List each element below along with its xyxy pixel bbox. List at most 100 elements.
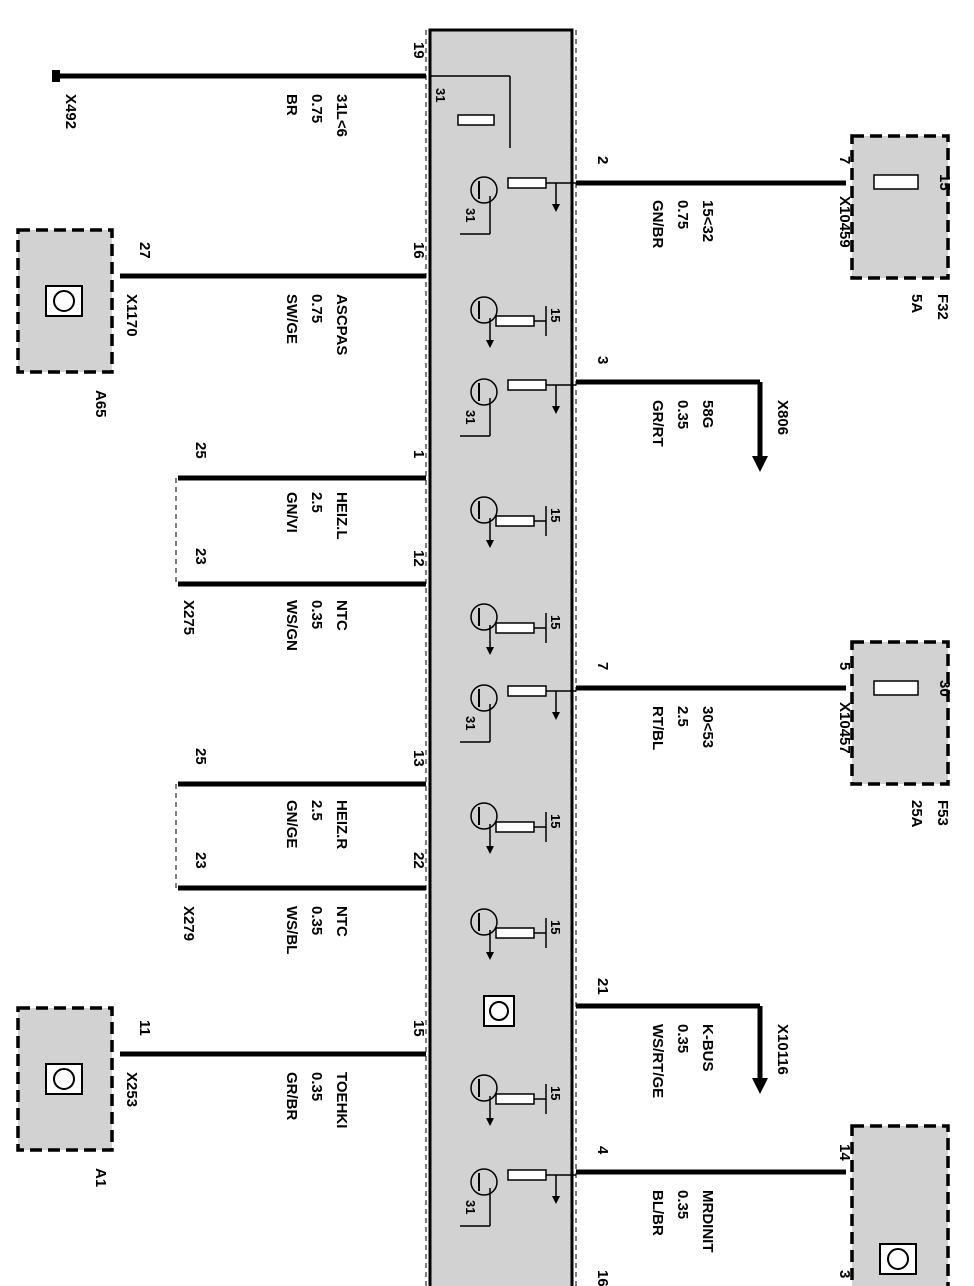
f53-rating: 25A [908,800,925,828]
wire-size: 2.5 [308,492,325,513]
wire-size: 0.35 [308,906,325,935]
a1-label: A1 [92,1168,109,1187]
control-unit-icon [53,290,75,312]
wire-pin-4[interactable]: 4 MRDINIT 0.35 BL/BR 14 [576,1144,853,1253]
component-f32[interactable]: 15 F32 5A [850,134,953,320]
pin-12-label: 12 [410,550,427,567]
resistor-icon [495,622,535,634]
resistor-icon [495,821,535,833]
resistor-icon [495,1093,535,1105]
pin-16-right-label: 16 [594,1270,611,1286]
a65-label: A65 [92,390,109,418]
fuse-terminal: 15 [936,174,953,191]
wire-color: BR [283,94,300,116]
wire-pin-16[interactable]: 16 ASCPAS 0.75 SW/GE 27 X1170 [120,242,427,355]
fuse-icon [873,680,919,696]
wire-size: 2.5 [308,800,325,821]
control-unit-icon [887,1248,909,1270]
wire-pin-12[interactable]: 12 NTC 0.35 WS/GN 23 X275 [175,478,427,651]
wire-color: BL/BR [649,1190,666,1236]
wire-pin-21[interactable]: 21 K-BUS 0.35 WS/RT/GE X10116 [576,978,791,1098]
transistor-stage: 15 [470,496,563,548]
resistor-icon [507,177,547,189]
wire-pin-2[interactable]: 2 15<32 0.75 GN/BR 7 X10459 [576,156,853,249]
wire-color: SW/GE [283,294,300,344]
wire-pin-19[interactable]: 19 31L<6 0.75 BR X492 [52,42,427,137]
control-module [425,28,577,1286]
wire-size: 0.35 [308,600,325,629]
component-a65[interactable]: A65 [16,228,114,418]
wire-name: 31L<6 [333,94,350,137]
connector-pin-label: 7 [836,156,853,164]
connector-pin-label: 27 [136,242,153,259]
wire-color: GR/BR [283,1072,300,1121]
wire-color: WS/RT/GE [649,1024,666,1098]
wire-name: K-BUS [699,1024,716,1072]
bottom-box-pin: 3 [836,1270,853,1278]
connector-pin-label: 25 [192,442,209,459]
transistor-stage: 15 [470,296,563,348]
pin-2-label: 2 [594,156,611,164]
connector-label: X253 [123,1072,140,1107]
wire-color: GR/RT [649,400,666,447]
resistor-icon [457,114,495,126]
right-wires: 2 15<32 0.75 GN/BR 7 X10459 3 58G 0.35 G… [576,156,853,1286]
wire-pin-3[interactable]: 3 58G 0.35 GR/RT X806 [576,356,791,472]
pin-22-label: 22 [410,852,427,869]
supply-15-label: 15 [548,1086,563,1100]
wire-pin-22[interactable]: 22 NTC 0.35 WS/BL 23 X279 [175,784,427,954]
fuse-terminal: 30 [936,680,953,697]
transistor-icon [470,296,498,324]
pin-19-ground-link: 31 [430,75,511,148]
wire-name: HEIZ.L [333,492,350,540]
resistor-icon [495,315,535,327]
wire-name: NTC [333,600,350,631]
supply-15-label: 15 [548,814,563,828]
transistor-icon [470,603,498,631]
connector-pin-label: 23 [192,852,209,869]
transistor-stage: 31 [460,1168,576,1227]
module-control-icon [483,995,515,1027]
transistor-stage: 31 [460,684,576,743]
supply-15-label: 15 [548,920,563,934]
wire-pin-7[interactable]: 7 30<53 2.5 RT/BL 5 X10457 [576,662,853,754]
wire-name: HEIZ.R [333,800,350,849]
wire-pin-15[interactable]: 15 TOEHKI 0.35 GR/BR 11 X253 [120,1020,427,1128]
transistor-icon [470,1168,498,1196]
wire-name: 30<53 [699,706,716,748]
pin-3-label: 3 [594,356,611,364]
component-f53[interactable]: 30 F53 25A [850,640,953,828]
component-bottom-box[interactable]: 3 [836,1124,950,1286]
wire-name: MRDINIT [699,1190,716,1253]
wire-color: GN/VI [283,492,300,533]
wire-size: 0.75 [308,294,325,323]
resistor-icon [495,515,535,527]
wire-size: 0.35 [674,1024,691,1053]
pin-21-label: 21 [594,978,611,995]
transistor-stage: 15 [470,908,563,960]
control-unit-icon [53,1068,75,1090]
pin-19-label: 19 [410,42,427,59]
connector-label: X10457 [836,702,853,754]
wire-pin-1[interactable]: 1 HEIZ.L 2.5 GN/VI 25 [178,442,427,540]
wire-size: 0.75 [674,200,691,229]
transistor-icon [470,176,498,204]
pin-15-label: 15 [410,1020,427,1037]
wire-name: 15<32 [699,200,716,242]
fuse-icon [873,174,919,190]
wire-size: 2.5 [674,706,691,727]
component-a1[interactable]: A1 [16,1006,114,1187]
wire-color: WS/GN [283,600,300,651]
wire-name: NTC [333,906,350,937]
wire-pin-13[interactable]: 13 HEIZ.R 2.5 GN/GE 25 [178,748,427,849]
supply-15-label: 15 [548,615,563,629]
connector-label: X806 [774,400,791,435]
wire-size: 0.35 [674,400,691,429]
supply-15-label: 15 [548,508,563,522]
ground-31-label: 31 [463,410,478,424]
resistor-icon [507,379,547,391]
wire-color: GN/BR [649,200,666,249]
resistor-icon [507,1169,547,1181]
